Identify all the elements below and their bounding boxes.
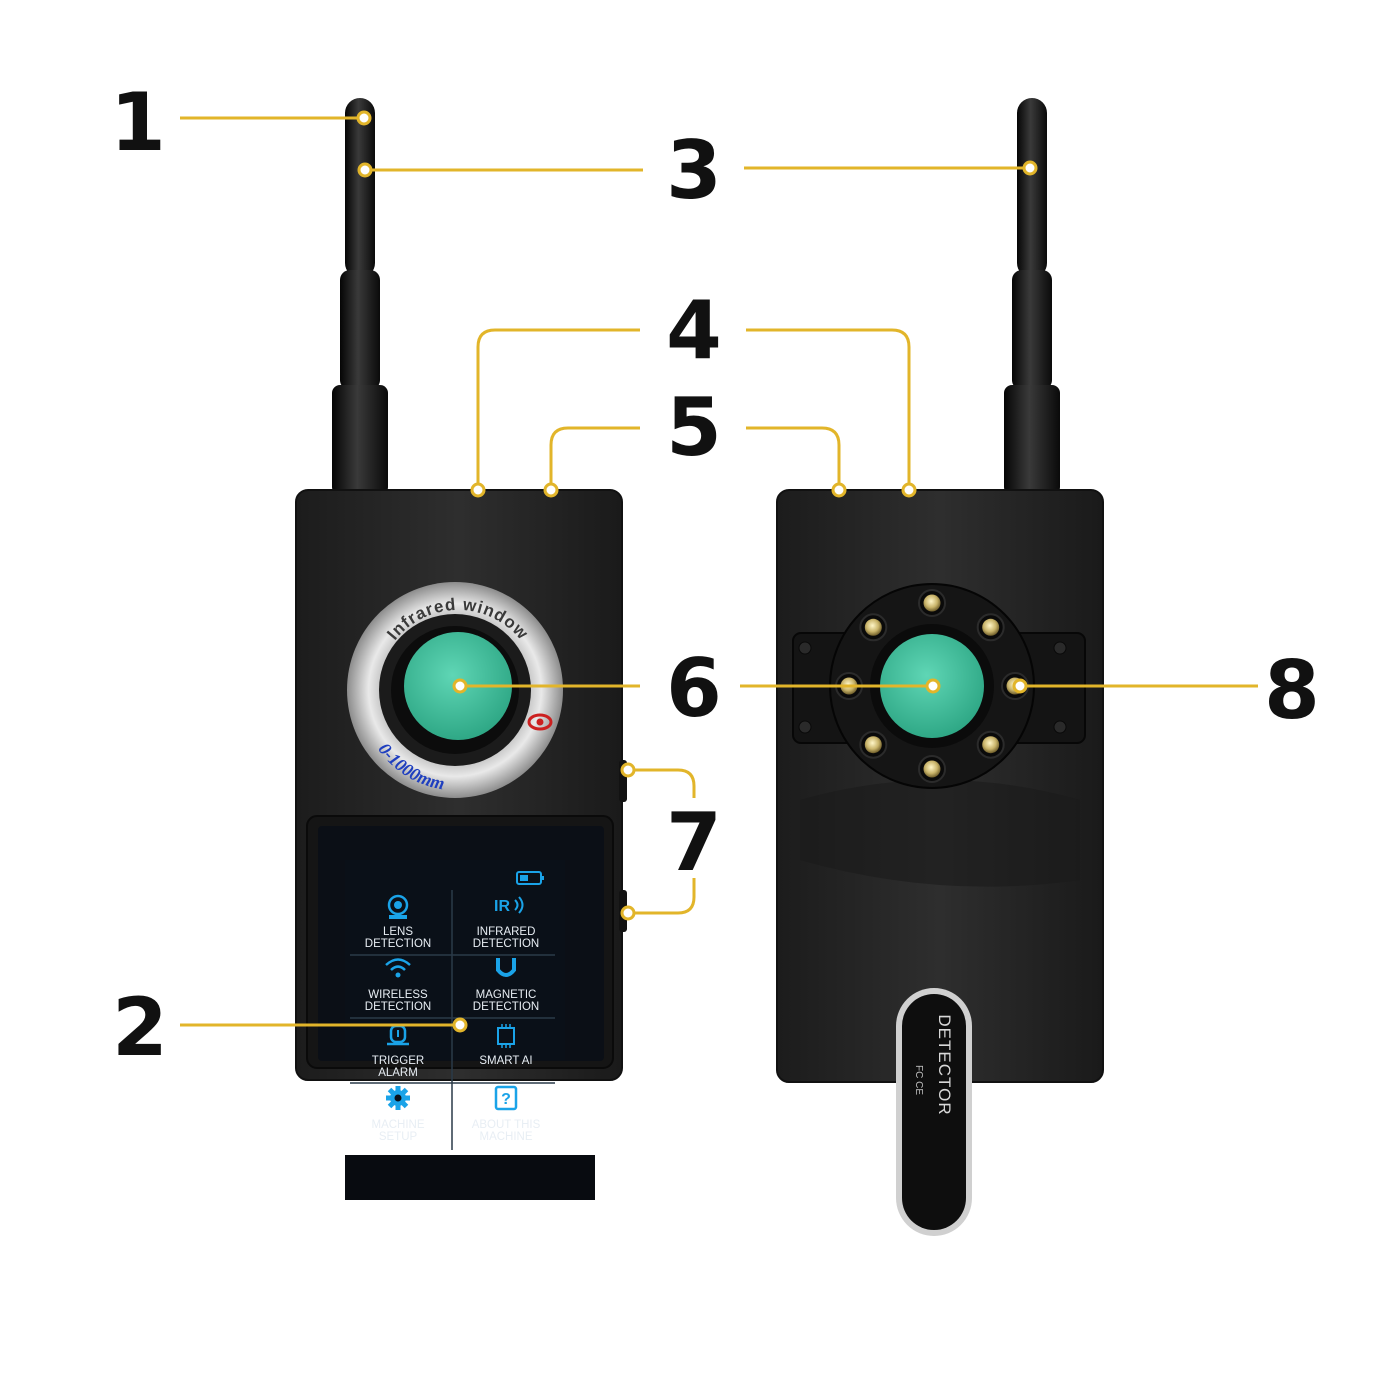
leader-7 <box>628 768 696 915</box>
callout-2: 2 <box>112 981 168 1074</box>
leader-dot <box>357 162 373 178</box>
callout-1: 1 <box>110 76 166 169</box>
magnet-icon <box>496 958 516 977</box>
menu-label-line1: MACHINE <box>371 1119 424 1131</box>
led-light <box>976 730 1005 759</box>
leader-dot <box>620 905 636 921</box>
leader-dot <box>543 482 559 498</box>
leader-dot <box>452 1017 468 1033</box>
menu-label-line1: ABOUT THIS <box>472 1119 541 1131</box>
leader-dot <box>925 678 941 694</box>
leader-5-left <box>549 426 640 488</box>
eye-logo-icon <box>527 713 553 731</box>
back-panel-curve <box>800 780 1080 887</box>
front-device: Infrared window 0-1000mm <box>295 98 627 1200</box>
callout-4: 4 <box>666 284 722 377</box>
menu-label-line1: LENS <box>383 926 413 938</box>
led-light <box>859 730 888 759</box>
leader-dot <box>452 678 468 694</box>
menu-label-line2: MACHINE <box>479 1131 532 1143</box>
callout-5: 5 <box>666 381 722 474</box>
leader-dot <box>356 110 372 126</box>
led-light <box>976 613 1005 642</box>
menu-label-line2: ALARM <box>378 1067 418 1079</box>
leader-5-right <box>746 426 841 488</box>
back-antenna <box>1004 98 1060 495</box>
callout-7: 7 <box>666 796 722 889</box>
leader-dot <box>1012 678 1028 694</box>
cert-label: FC CE <box>913 1065 924 1095</box>
leader-4-right <box>746 328 911 488</box>
menu-label-line2: SETUP <box>379 1131 418 1143</box>
callout-3: 3 <box>666 124 722 217</box>
camera-lens-icon <box>387 894 409 919</box>
callout-numbers: 1 2 3 4 5 6 7 8 <box>110 76 1320 1074</box>
menu-label-line2: DETECTION <box>365 938 431 950</box>
screen-menu: LENSDETECTIONIRINFRAREDDETECTIONWIRELESS… <box>365 894 541 1143</box>
menu-label-line1: TRIGGER <box>372 1055 424 1067</box>
led-light <box>918 755 946 783</box>
menu-label-line1: INFRARED <box>477 926 536 938</box>
infrared-icon: IR <box>494 896 524 915</box>
leader-dot <box>470 482 486 498</box>
detector-badge: DETECTOR FC CE <box>896 988 972 1236</box>
menu-label-line2: DETECTION <box>473 938 539 950</box>
leader-dot <box>901 482 917 498</box>
wifi-icon <box>385 958 411 978</box>
leader-4-left <box>476 328 640 488</box>
back-device: DETECTOR FC CE <box>776 98 1104 1236</box>
leader-dot <box>831 482 847 498</box>
battery-icon <box>516 871 544 885</box>
svg-text:IR: IR <box>494 898 510 915</box>
leader-dot <box>620 762 636 778</box>
menu-label-line1: MAGNETIC <box>476 989 537 1001</box>
help-icon: ? <box>494 1085 518 1111</box>
gear-icon <box>386 1086 410 1110</box>
menu-label-line2: DETECTION <box>365 1001 431 1013</box>
led-light <box>918 589 946 617</box>
led-light <box>859 613 888 642</box>
touch-screen[interactable]: LENSDETECTIONIRINFRAREDDETECTIONWIRELESS… <box>306 815 614 1200</box>
menu-label-line2: DETECTION <box>473 1001 539 1013</box>
callout-6: 6 <box>666 642 722 735</box>
callout-8: 8 <box>1264 644 1320 737</box>
badge-label: DETECTOR <box>935 1014 954 1115</box>
menu-label-line1: WIRELESS <box>368 989 428 1001</box>
leader-lines <box>180 110 1258 1033</box>
front-antenna <box>332 98 388 495</box>
leader-dot <box>1022 160 1038 176</box>
menu-item-smart-ai[interactable]: SMART AI <box>479 1024 533 1067</box>
menu-label-line1: SMART AI <box>479 1055 532 1067</box>
ai-chip-icon <box>497 1024 515 1048</box>
svg-text:?: ? <box>501 1091 511 1108</box>
